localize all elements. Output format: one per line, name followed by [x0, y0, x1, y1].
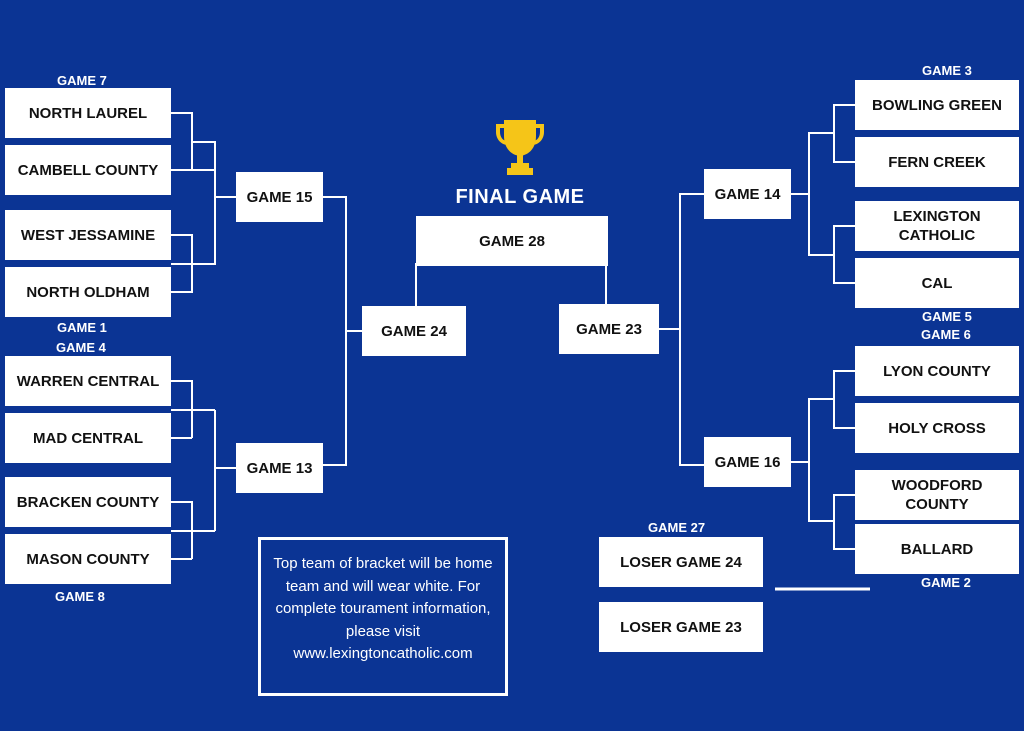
game-24-box: GAME 24: [362, 306, 466, 356]
label-game-27: GAME 27: [648, 520, 706, 535]
team-cal: CAL: [855, 258, 1019, 308]
game-15-box: GAME 15: [236, 172, 323, 222]
trophy-icon: [496, 120, 544, 175]
label-game-5: GAME 5: [922, 309, 972, 324]
team-mad-central: MAD CENTRAL: [5, 413, 171, 463]
label-game-6: GAME 6: [921, 327, 971, 342]
team-lyon-county: LYON COUNTY: [855, 346, 1019, 396]
label-game-1: GAME 1: [57, 320, 107, 335]
game-14-box: GAME 14: [704, 169, 791, 219]
game-16-box: GAME 16: [704, 437, 791, 487]
final-game-box: GAME 28: [416, 216, 608, 266]
game-23-box: GAME 23: [559, 304, 659, 354]
team-north-oldham: NORTH OLDHAM: [5, 267, 171, 317]
game-13-box: GAME 13: [236, 443, 323, 493]
label-game-7: GAME 7: [57, 73, 107, 88]
team-bracken-county: BRACKEN COUNTY: [5, 477, 171, 527]
label-game-2: GAME 2: [921, 575, 971, 590]
team-mason-county: MASON COUNTY: [5, 534, 171, 584]
info-note: Top team of bracket will be home team an…: [258, 537, 508, 696]
label-game-3: GAME 3: [922, 63, 972, 78]
team-ballard: BALLARD: [855, 524, 1019, 574]
label-game-4: GAME 4: [56, 340, 106, 355]
team-west-jessamine: WEST JESSAMINE: [5, 210, 171, 260]
label-game-8: GAME 8: [55, 589, 105, 604]
loser-game-23-box: LOSER GAME 23: [599, 602, 763, 652]
loser-game-24-box: LOSER GAME 24: [599, 537, 763, 587]
team-woodford-county: WOODFORD COUNTY: [855, 470, 1019, 520]
team-north-laurel: NORTH LAUREL: [5, 88, 171, 138]
final-game-title: FINAL GAME: [455, 186, 585, 208]
team-lexington-catholic: LEXINGTON CATHOLIC: [855, 201, 1019, 251]
team-fern-creek: FERN CREEK: [855, 137, 1019, 187]
team-cambell-county: CAMBELL COUNTY: [5, 145, 171, 195]
team-holy-cross: HOLY CROSS: [855, 403, 1019, 453]
team-warren-central: WARREN CENTRAL: [5, 356, 171, 406]
team-bowling-green: BOWLING GREEN: [855, 80, 1019, 130]
